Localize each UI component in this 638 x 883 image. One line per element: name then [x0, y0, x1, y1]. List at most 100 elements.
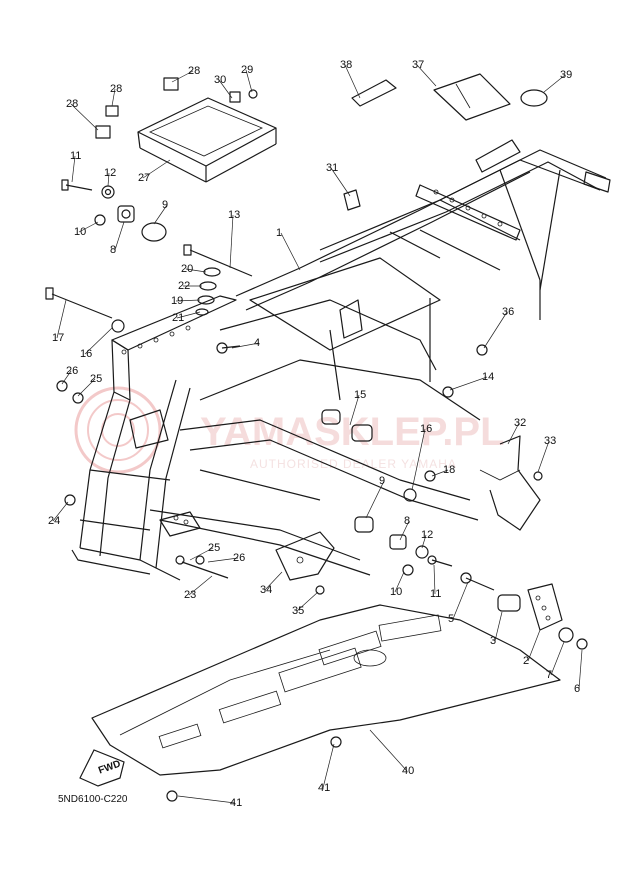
- leader-line-20: [185, 268, 207, 273]
- callout-11a: 11: [70, 150, 81, 162]
- leader-line-11b: [433, 564, 436, 595]
- callout-30: 30: [214, 74, 226, 86]
- leader-line-15: [349, 394, 360, 426]
- callout-39: 39: [560, 69, 572, 81]
- callout-21: 21: [172, 312, 184, 324]
- callout-6: 6: [574, 683, 580, 695]
- leader-line-16a: [84, 327, 113, 355]
- callout-35: 35: [292, 605, 304, 617]
- callout-12b: 12: [421, 529, 433, 541]
- main-frame: [71, 139, 611, 581]
- leader-line-7: [550, 641, 565, 676]
- callout-18: 18: [443, 464, 455, 476]
- spacer-stack: [195, 267, 241, 354]
- leader-line-25b: [189, 547, 214, 561]
- callout-23: 23: [184, 589, 196, 601]
- frame-holes: [121, 189, 503, 525]
- callout-16a: 16: [80, 348, 92, 360]
- bracket-34: [275, 531, 335, 595]
- left-fasteners: [56, 380, 229, 579]
- leader-line-41a: [322, 743, 335, 789]
- leader-line-32: [507, 422, 520, 445]
- watermark-tagline: AUTHORISED DEALER YAMAHA: [250, 457, 457, 471]
- callout-28a: 28: [188, 65, 200, 77]
- callout-27: 27: [138, 172, 150, 184]
- callout-28c: 28: [66, 98, 78, 110]
- leader-line-23: [188, 575, 213, 596]
- rear-bracket: [527, 583, 563, 631]
- leader-line-39: [543, 74, 566, 93]
- leader-line-3: [494, 611, 503, 642]
- leader-line-1: [280, 232, 301, 271]
- callout-36: 36: [502, 306, 514, 318]
- leader-line-28a: [171, 70, 194, 83]
- leader-line-14: [449, 376, 488, 391]
- callout-12a: 12: [104, 167, 116, 179]
- leader-line-16b: [411, 428, 426, 491]
- callout-labels: 1234567889910101111121213141516161718192…: [48, 59, 580, 809]
- leader-line-27: [142, 159, 171, 179]
- leader-line-35: [296, 591, 319, 612]
- callout-5: 5: [448, 613, 454, 625]
- right-bracket: [479, 435, 543, 531]
- leader-line-5: [452, 581, 469, 620]
- callout-9b: 9: [379, 475, 385, 487]
- callout-8b: 8: [404, 515, 410, 527]
- leader-line-40: [369, 729, 408, 772]
- callout-13: 13: [228, 209, 240, 221]
- rubber-mounts: [321, 344, 588, 650]
- leader-line-13: [229, 214, 234, 269]
- leader-line-28c: [70, 103, 99, 131]
- leader-line-31: [330, 167, 351, 197]
- leader-line-38: [344, 64, 361, 99]
- leader-line-36: [483, 311, 508, 349]
- leader-line-12a: [107, 172, 110, 187]
- callout-17: 17: [52, 332, 64, 344]
- callout-34: 34: [260, 584, 272, 596]
- callout-26b: 26: [233, 552, 245, 564]
- watermark: YAMASKLEP.PL AUTHORISED DEALER YAMAHA: [74, 386, 505, 474]
- callout-38: 38: [340, 59, 352, 71]
- leader-line-26a: [61, 370, 72, 385]
- forward-arrow-icon: FWD: [79, 749, 125, 787]
- callout-26a: 26: [66, 365, 78, 377]
- accessory-items: [351, 73, 548, 121]
- leader-line-10b: [394, 571, 405, 593]
- callout-8a: 8: [110, 244, 116, 256]
- callout-20: 20: [181, 263, 193, 275]
- callout-4: 4: [254, 337, 260, 349]
- leader-line-28b: [111, 88, 116, 107]
- leader-line-41b: [177, 795, 236, 804]
- leader-line-33: [537, 440, 550, 473]
- rear-bolts: [427, 555, 495, 591]
- callout-2: 2: [523, 655, 529, 667]
- leader-line-2: [527, 629, 541, 662]
- leader-line-21: [176, 311, 201, 319]
- callout-31: 31: [326, 162, 338, 174]
- leader-line-29: [245, 69, 253, 93]
- callout-33: 33: [544, 435, 556, 447]
- callout-10b: 10: [390, 586, 402, 598]
- callout-37: 37: [412, 59, 424, 71]
- leader-lines: [52, 64, 583, 804]
- seat-bracket: [95, 77, 277, 183]
- callout-16b: 16: [420, 423, 432, 435]
- leader-line-12b: [421, 534, 427, 549]
- callout-11b: 11: [430, 588, 441, 600]
- callout-9a: 9: [162, 199, 168, 211]
- callout-22: 22: [178, 280, 190, 292]
- leader-line-17: [56, 299, 67, 339]
- leader-line-9b: [365, 480, 385, 519]
- callout-7: 7: [546, 669, 552, 681]
- callout-41a: 41: [318, 782, 330, 794]
- callout-40: 40: [402, 765, 414, 777]
- leader-line-37: [416, 64, 437, 87]
- callout-3: 3: [490, 635, 496, 647]
- leader-line-24: [52, 501, 69, 522]
- watermark-logo-icon: [74, 386, 162, 474]
- leader-line-30: [218, 79, 233, 99]
- leader-line-19: [175, 299, 201, 302]
- leader-line-34: [264, 571, 283, 591]
- leader-line-26b: [207, 557, 239, 563]
